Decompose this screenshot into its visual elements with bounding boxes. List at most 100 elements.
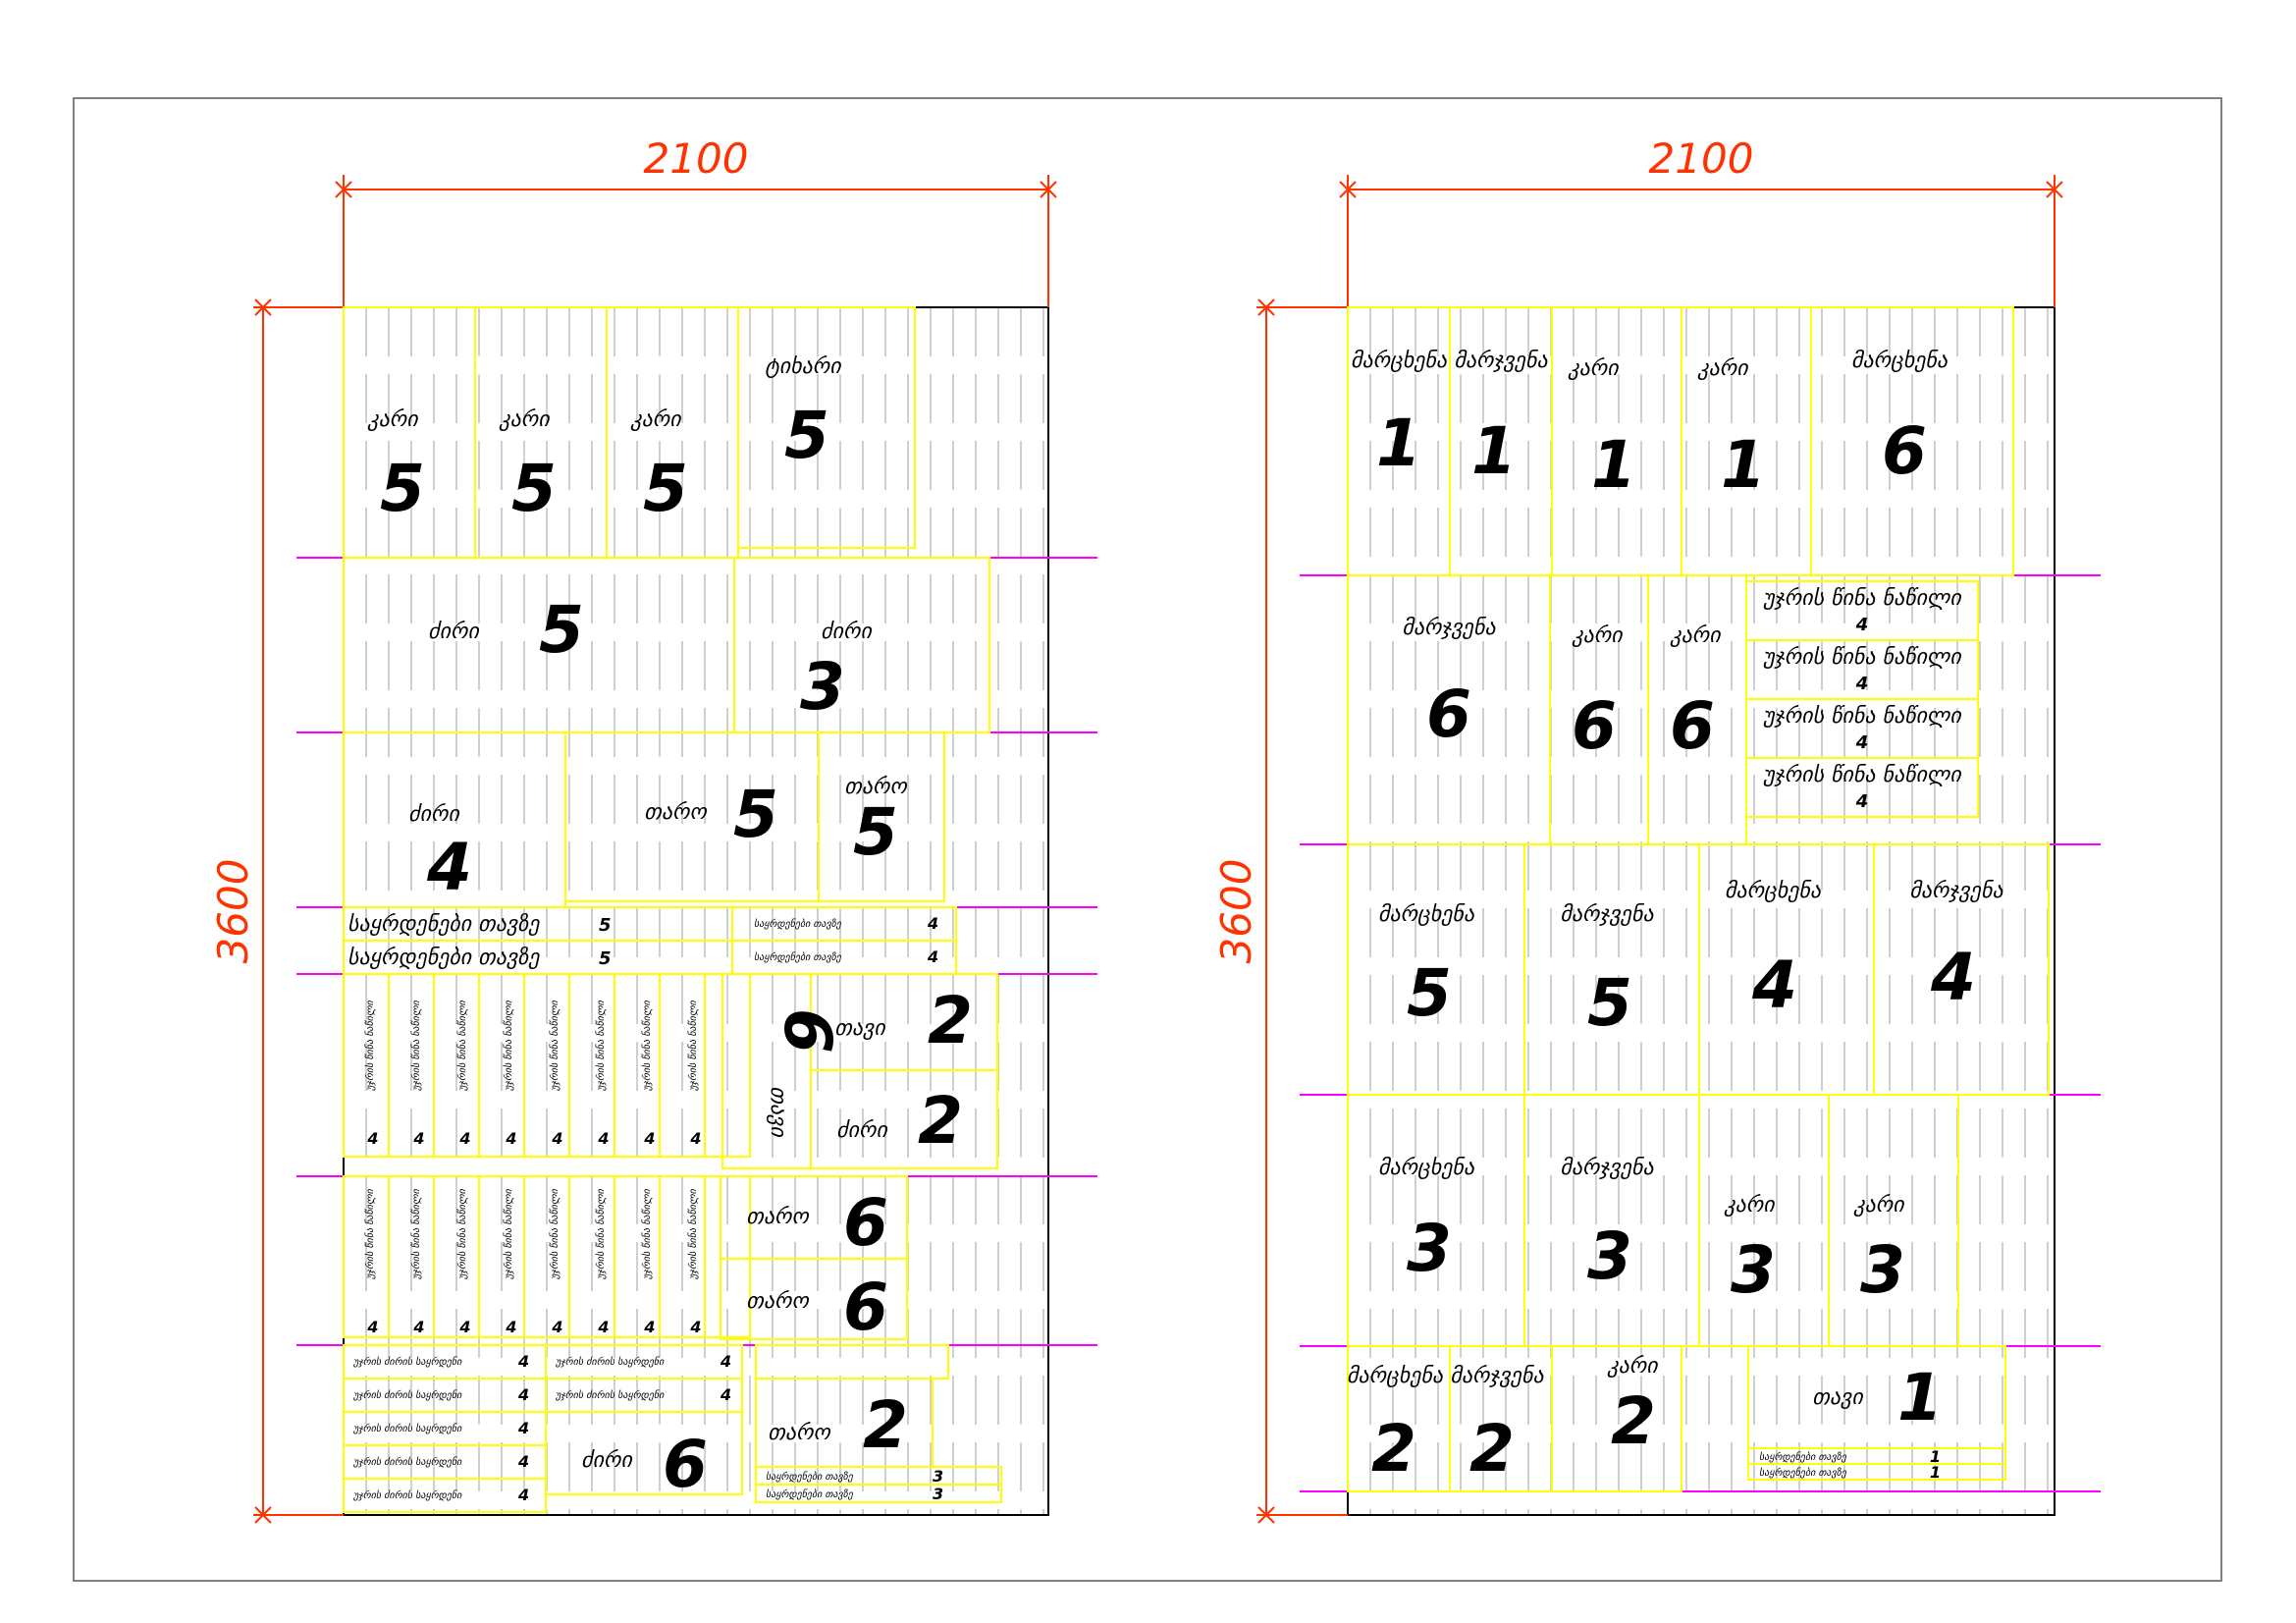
svg-text:4: 4 xyxy=(1751,947,1797,1023)
svg-text:უჯრის ძირის საყრდენი: უჯრის ძირის საყრდენი xyxy=(352,1389,462,1401)
svg-text:უჯრის ძირის საყრდენი: უჯრის ძირის საყრდენი xyxy=(352,1423,462,1434)
part-left-side: მარცხენა 5 xyxy=(1378,902,1475,1031)
drawer-bottom-support-group: უჯრის ძირის საყრდენი 4 უჯრის ძირის საყრდენ… xyxy=(352,1352,731,1504)
svg-text:თარო: თარო xyxy=(844,775,908,799)
part-bottom: ძირი 3 xyxy=(800,620,873,725)
svg-text:3: 3 xyxy=(933,1467,943,1486)
part-drawer-front: უჯრის წინა ნაწილი 4 xyxy=(1762,645,1962,694)
svg-text:უჯრის ძირის საყრდენი: უჯრის ძირის საყრდენი xyxy=(352,1356,462,1368)
svg-text:1: 1 xyxy=(1471,413,1517,489)
svg-text:მარჯვენა: მარჯვენა xyxy=(1450,1364,1544,1388)
svg-text:ძირი: ძირი xyxy=(428,620,480,644)
part-left-side: მარცხენა 4 xyxy=(1725,879,1822,1023)
svg-text:4: 4 xyxy=(1855,732,1869,753)
svg-text:6: 6 xyxy=(663,1427,708,1502)
svg-text:კარი: კარი xyxy=(1669,623,1722,648)
svg-text:2: 2 xyxy=(928,983,973,1058)
svg-text:3: 3 xyxy=(933,1485,943,1503)
svg-text:5: 5 xyxy=(599,948,612,969)
part-top: თავი 1 xyxy=(1812,1360,1943,1435)
part-drawer-front: უჯრის წინა ნაწილი 4 xyxy=(1762,763,1962,812)
part-door: კარი 5 xyxy=(498,407,557,526)
svg-text:ძირი: ძირი xyxy=(408,802,460,827)
svg-text:თარო: თარო xyxy=(746,1289,810,1314)
svg-text:საყრდენები თავზე: საყრდენები თავზე xyxy=(754,918,842,930)
part-partition: ტიხარი 5 xyxy=(765,354,842,473)
part-top-support: საყრდენები თავზე 3 xyxy=(766,1485,943,1503)
svg-text:3: 3 xyxy=(800,649,845,725)
part-shelf: თარო 2 xyxy=(768,1387,908,1463)
part-top-support: საყრდენები თავზე 3 xyxy=(766,1467,943,1486)
svg-text:4: 4 xyxy=(517,1419,529,1437)
svg-text:კარი: კარი xyxy=(629,407,682,432)
svg-text:უჯრის ძირის საყრდენი: უჯრის ძირის საყრდენი xyxy=(555,1356,665,1368)
svg-text:6: 6 xyxy=(843,1185,888,1261)
svg-text:უჯრის წინა ნაწილი: უჯრის წინა ნაწილი xyxy=(364,1188,376,1279)
part-labels: მარცხენა 1 მარჯვენა 1 კარი 1 კარი 1 მარც… xyxy=(1347,349,2004,1487)
svg-text:ძირი: ძირი xyxy=(836,1118,888,1143)
part-top-support: საყრდენები თავზე 4 xyxy=(754,947,938,966)
svg-text:2: 2 xyxy=(1469,1411,1515,1487)
svg-text:4: 4 xyxy=(927,914,938,933)
height-dimension xyxy=(253,298,344,1524)
part-top-support: საყრდენები თავზე 5 xyxy=(347,946,612,970)
svg-text:თარო: თარო xyxy=(644,800,708,825)
svg-text:6: 6 xyxy=(770,1008,845,1054)
svg-text:6: 6 xyxy=(1882,413,1927,489)
part-top-support: საყრდენები თავზე 4 xyxy=(754,914,938,933)
svg-text:კარი: კარი xyxy=(498,407,551,432)
svg-text:უჯრის წინა ნაწილი: უჯრის წინა ნაწილი xyxy=(687,1000,699,1091)
part-door: კარი 6 xyxy=(1571,623,1624,764)
part-right-side: მარჯვენა 4 xyxy=(1909,879,2003,1015)
svg-text:უჯრის წინა ნაწილი: უჯრის წინა ნაწილი xyxy=(503,1188,514,1279)
svg-text:კარი: კარი xyxy=(1852,1193,1905,1217)
svg-text:უჯრის წინა ნაწილი: უჯრის წინა ნაწილი xyxy=(410,1188,422,1279)
svg-text:3: 3 xyxy=(1860,1232,1905,1308)
part-drawer-bottom-support: უჯრის ძირის საყრდენი 4 xyxy=(352,1419,529,1437)
svg-text:5: 5 xyxy=(1587,965,1632,1041)
part-door: კარი 1 xyxy=(1567,356,1636,503)
svg-text:5: 5 xyxy=(380,451,425,526)
svg-text:მარცხენა: მარცხენა xyxy=(1725,879,1822,903)
svg-text:უჯრის ძირის საყრდენი: უჯრის ძირის საყრდენი xyxy=(352,1489,462,1501)
svg-text:4: 4 xyxy=(412,1129,424,1148)
svg-text:4: 4 xyxy=(366,1318,378,1336)
part-shelf: თარო 5 xyxy=(844,775,908,870)
svg-text:მარცხენა: მარცხენა xyxy=(1347,1364,1444,1388)
svg-text:6: 6 xyxy=(1572,688,1617,764)
part-drawer-bottom-support: უჯრის ძირის საყრდენი 4 xyxy=(352,1385,529,1404)
svg-text:3: 3 xyxy=(1587,1218,1632,1294)
svg-text:მარცხენა: მარცხენა xyxy=(1378,1156,1475,1180)
svg-text:მარჯვენა: მარჯვენა xyxy=(1402,616,1496,640)
svg-text:1: 1 xyxy=(1591,427,1636,503)
svg-text:5: 5 xyxy=(784,398,829,473)
part-drawer-front: უჯრის წინა ნაწილი 4 xyxy=(549,1000,563,1148)
svg-text:1: 1 xyxy=(1930,1447,1941,1466)
svg-text:უჯრის წინა ნაწილი: უჯრის წინა ნაწილი xyxy=(1762,763,1962,787)
svg-text:4: 4 xyxy=(517,1385,529,1404)
svg-text:მარჯვენა: მარჯვენა xyxy=(1454,349,1548,373)
svg-text:4: 4 xyxy=(597,1318,609,1336)
svg-text:კარი: კარი xyxy=(1567,356,1620,381)
part-left-side: მარცხენა 3 xyxy=(1378,1156,1475,1286)
svg-text:უჯრის წინა ნაწილი: უჯრის წინა ნაწილი xyxy=(549,1000,561,1091)
svg-text:მარჯვენა: მარჯვენა xyxy=(1909,879,2003,903)
svg-text:4: 4 xyxy=(1930,940,1976,1015)
part-labels: კარი 5 კარი 5 კარი 5 ტიხარი 5 ძირი 5 ძირ… xyxy=(347,354,973,1504)
part-right-side: მარჯვენა 1 xyxy=(1454,349,1548,489)
svg-text:4: 4 xyxy=(517,1352,529,1371)
svg-text:4: 4 xyxy=(517,1486,529,1504)
part-bottom: ძირი 6 xyxy=(581,1427,708,1502)
svg-text:4: 4 xyxy=(551,1129,562,1148)
part-shelf: თარო 6 xyxy=(746,1185,888,1261)
part-door: კარი 2 xyxy=(1606,1354,1659,1459)
width-dimension-label: 2100 xyxy=(1649,135,1754,183)
svg-text:უჯრის წინა ნაწილი: უჯრის წინა ნაწილი xyxy=(456,1188,468,1279)
svg-text:4: 4 xyxy=(551,1318,562,1336)
part-right-side: მარჯვენა 3 xyxy=(1560,1156,1654,1294)
